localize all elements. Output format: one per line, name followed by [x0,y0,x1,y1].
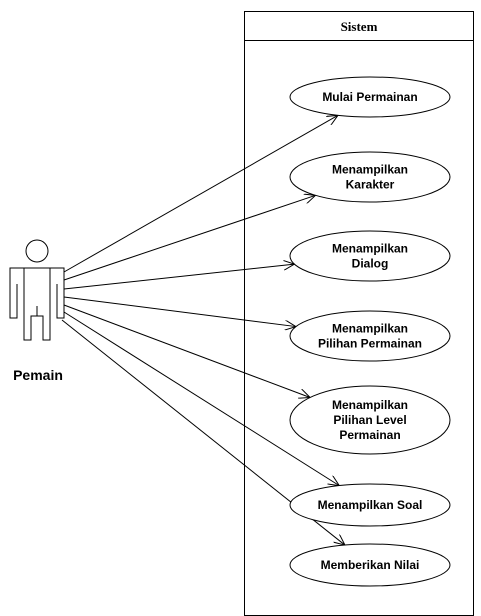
association-arrow-6 [63,311,339,486]
actor-right-arm [50,267,65,319]
use-cases: Mulai PermainanMenampilkanKarakterMenamp… [289,76,451,587]
use-case-label: Menampilkan [332,242,408,256]
actor-pemain [9,239,65,341]
use-case-label: Memberikan Nilai [321,558,420,572]
actor-body-outline [23,267,51,341]
use-case-ellipse [289,543,451,587]
use-case-label: Menampilkan [332,322,408,336]
system-title: Sistem [341,19,378,34]
use-case-label: Mulai Permainan [322,90,417,104]
use-case-label: Dialog [352,257,389,271]
association-arrow-4 [63,296,296,327]
association-arrow-2 [63,195,316,281]
use-case-label: Pilihan Level [333,413,406,427]
use-case-ellipse [289,230,451,282]
association-arrow-5 [63,304,310,397]
use-case-ellipse [289,385,451,455]
actor-head [25,239,49,263]
use-case-ellipse [289,310,451,362]
use-case-label: Menampilkan [332,163,408,177]
use-case-1: Mulai Permainan [289,76,451,118]
use-case-ellipse [289,483,451,527]
actor-label: Pemain [13,367,63,383]
use-case-ellipse [289,76,451,118]
use-case-label: Pilihan Permainan [318,337,422,351]
use-case-label: Menampilkan [332,398,408,412]
actor-left-arm [9,267,24,319]
use-case-label: Permainan [339,428,400,442]
use-case-6: Menampilkan Soal [289,483,451,527]
use-case-ellipse [289,151,451,203]
association-arrow-3 [63,264,294,290]
use-case-label: Menampilkan Soal [318,498,423,512]
use-case-label: Karakter [346,178,395,192]
association-arrow-1 [63,115,338,273]
use-case-7: Memberikan Nilai [289,543,451,587]
